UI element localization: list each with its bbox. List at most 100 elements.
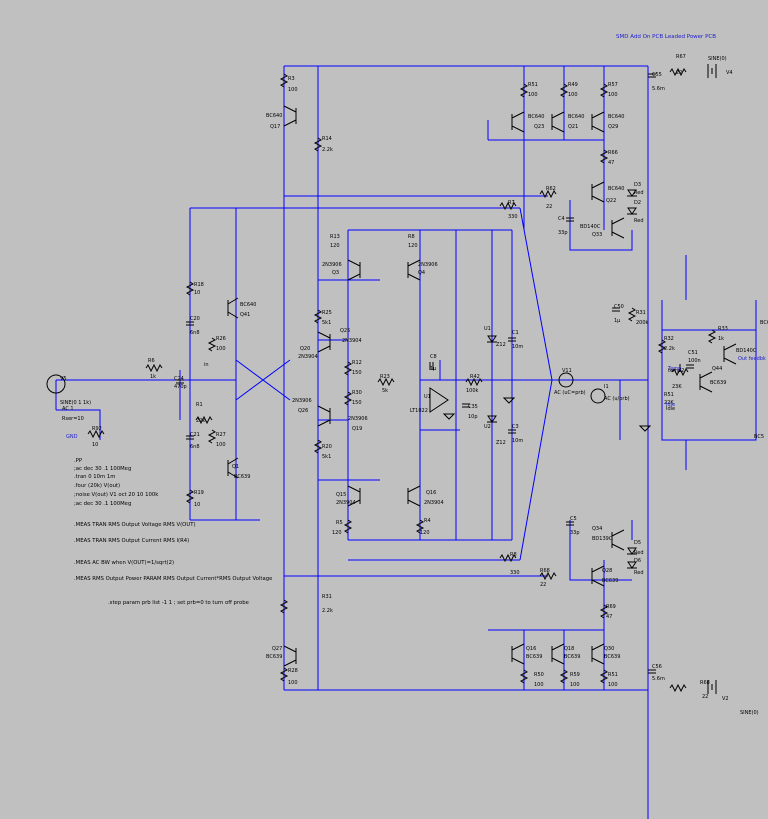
component-label: Q44 xyxy=(712,366,723,372)
component-label: 100 xyxy=(570,682,580,688)
component-label: 2N3906 xyxy=(348,416,368,422)
component-label: 1k xyxy=(718,336,725,342)
component-label: 1µ xyxy=(614,318,621,324)
component-label: 47 xyxy=(608,160,615,166)
component-label: 100 xyxy=(216,346,226,352)
component-label: R50 xyxy=(534,672,544,678)
component-label: Q25 xyxy=(340,328,351,334)
component-label: Red xyxy=(634,550,644,556)
component-label: BC640 xyxy=(240,302,257,308)
component-label: 100n xyxy=(688,358,701,364)
component-label: V2 xyxy=(722,696,729,702)
component-label: C56 xyxy=(652,664,662,670)
component-label: 120 xyxy=(420,530,430,536)
component-label: 10m xyxy=(512,344,524,350)
component-label: 100 xyxy=(288,680,298,686)
component-label: R57 xyxy=(608,82,618,88)
component-label: Rser=10 xyxy=(62,416,84,422)
component-label: C50 xyxy=(614,304,624,310)
component-label: 100 xyxy=(534,682,544,688)
component-label: R18 xyxy=(194,282,204,288)
component-label: 10 xyxy=(92,442,99,448)
component-label: Idle xyxy=(666,402,676,408)
component-label: Temp xyxy=(668,366,682,372)
spice-directive: .MEAS AC BW when V(OUT)=1/sqrt(2) xyxy=(74,560,175,566)
component-label: BC639 xyxy=(604,654,621,660)
component-label: 150 xyxy=(352,370,362,376)
component-label: 2.2k xyxy=(322,147,333,153)
spice-directive: .MEAS RMS Output Power PARAM RMS Output … xyxy=(74,576,273,582)
component-label: C4 xyxy=(558,216,565,222)
component-label: 330 xyxy=(510,570,520,576)
component-label: 10 xyxy=(194,502,201,508)
component-label: Q20 xyxy=(300,346,311,352)
component-label: AC (uC=prb) xyxy=(554,390,586,396)
component-label: Q1 xyxy=(232,464,240,470)
component-label: in xyxy=(204,362,209,368)
component-label: Q3 xyxy=(332,270,340,276)
component-label: SINE(0 1 1k) xyxy=(60,400,92,406)
component-label: R59 xyxy=(570,672,580,678)
spice-directive: ;noise V(out) V1 oct 20 10 100k xyxy=(74,492,159,498)
component-label: Z12 xyxy=(496,440,506,446)
component-label: C24 xyxy=(174,376,184,382)
component-label: V11 xyxy=(562,368,572,374)
component-label: R31 xyxy=(636,310,646,316)
component-label: R67 xyxy=(676,54,686,60)
component-label: R51 xyxy=(608,672,618,678)
component-label: Q29 xyxy=(608,124,619,130)
component-label: 200k xyxy=(636,320,649,326)
component-label: 6n8 xyxy=(190,444,200,450)
component-label: R6 xyxy=(148,358,155,364)
component-label: R68 xyxy=(540,568,550,574)
component-label: R62 xyxy=(546,186,556,192)
component-label: BC640 xyxy=(528,114,545,120)
component-label: U1 xyxy=(484,326,491,332)
component-label: 22 xyxy=(702,694,709,700)
component-label: Red xyxy=(634,570,644,576)
component-label: U2 xyxy=(484,424,491,430)
component-label: 120 xyxy=(408,243,418,249)
component-label: Z12 xyxy=(496,342,506,348)
component-label: R3 xyxy=(288,76,295,82)
component-label: 33p xyxy=(558,230,568,236)
spice-directive: .tran 0 10m 1m xyxy=(74,474,116,480)
component-label: 100 xyxy=(288,87,298,93)
component-label: BC639 xyxy=(234,474,251,480)
component-label: C55 xyxy=(652,72,662,78)
component-label: 5k1 xyxy=(322,454,332,460)
component-label: BC640 xyxy=(608,186,625,192)
component-label: BC640 xyxy=(266,113,283,119)
component-label: Q30 xyxy=(604,646,615,652)
component-label: Q17 xyxy=(270,124,281,130)
component-label: C35 xyxy=(468,404,478,410)
component-label: R23 xyxy=(380,374,390,380)
component-label: Q16 xyxy=(426,490,437,496)
component-label: SINE(0) xyxy=(740,710,759,716)
component-label: R42 xyxy=(470,374,480,380)
component-label: R13 xyxy=(330,234,340,240)
component-label: 5k xyxy=(382,388,389,394)
component-label: 5.6m xyxy=(652,86,665,92)
component-label: 2.2k xyxy=(322,608,333,614)
component-label: R33 xyxy=(718,326,728,332)
component-label: BC639 xyxy=(526,654,543,660)
component-label: Q34 xyxy=(592,526,603,532)
component-label: 22K xyxy=(664,400,674,406)
spice-directive: .MEAS TRAN RMS Output Voltage RMS V(OUT) xyxy=(74,522,196,528)
component-label: R19 xyxy=(194,490,204,496)
component-label: I1 xyxy=(604,384,609,390)
component-label: C21 xyxy=(190,432,200,438)
component-label: R32 xyxy=(664,336,674,342)
component-label: Q23 xyxy=(534,124,545,130)
component-label: 2N3906 xyxy=(418,262,438,268)
component-label: temp2 xyxy=(668,368,685,374)
component-label: Q18 xyxy=(564,646,575,652)
component-label: BD140C xyxy=(736,348,757,354)
component-label: Q28 xyxy=(602,568,613,574)
component-label: 10m xyxy=(512,438,524,444)
component-label: BD139C xyxy=(592,536,613,542)
component-label: D6 xyxy=(634,558,642,564)
component-label: BD140C xyxy=(580,224,601,230)
component-label: R12 xyxy=(352,360,362,366)
